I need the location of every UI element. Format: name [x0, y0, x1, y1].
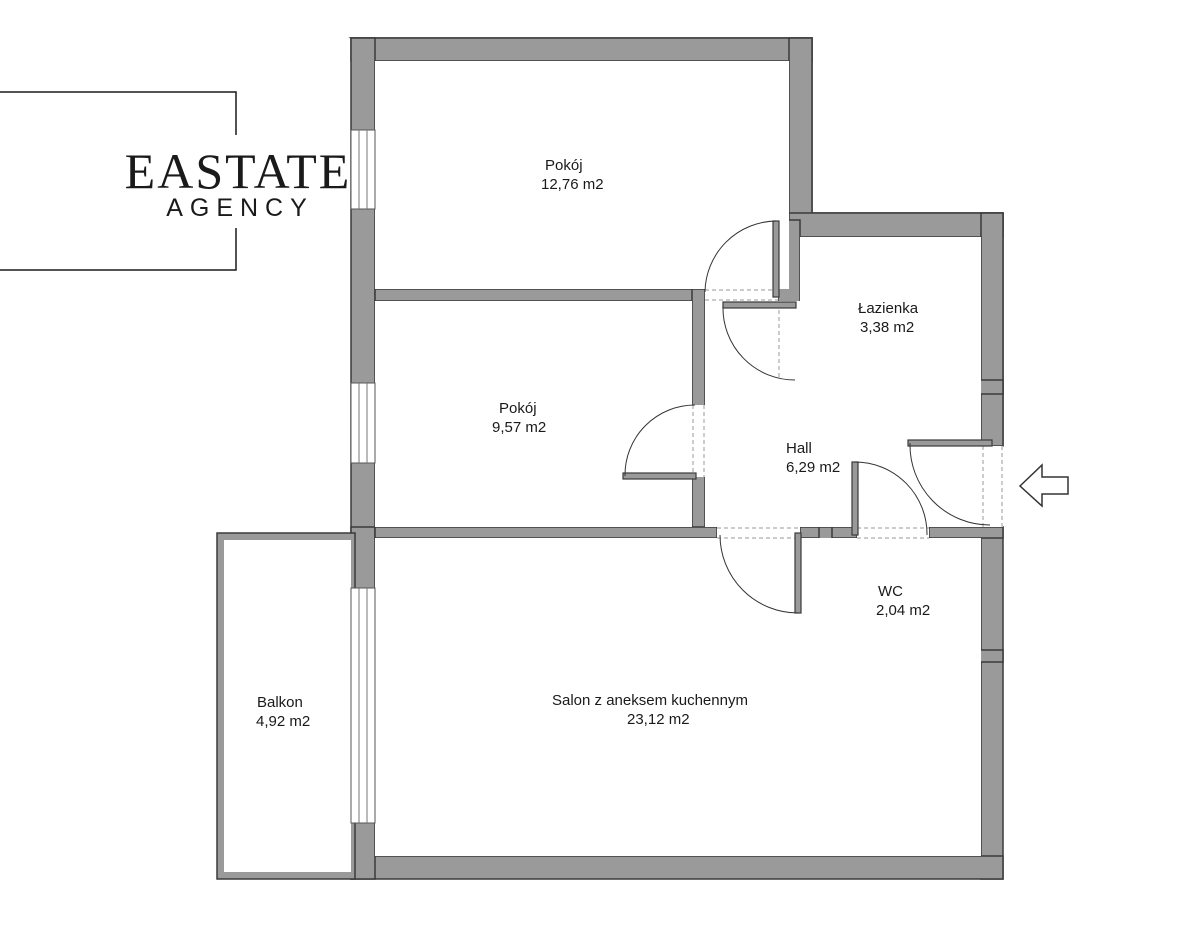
balkon-floor [224, 540, 351, 872]
pokoj1-floor [375, 61, 789, 289]
wc-name: WC [878, 583, 903, 600]
hall-area: 6,29 m2 [786, 459, 840, 476]
room-floors [375, 61, 1003, 856]
logo-frame [0, 91, 237, 271]
room-labels: Pokój 12,76 m2 Pokój 9,57 m2 Łazienka 3,… [256, 157, 930, 730]
salon-door-gap [717, 527, 800, 538]
wc-door-gap [857, 527, 929, 538]
pokoj2-name: Pokój [499, 400, 537, 417]
door-pokoj1-swing [704, 220, 777, 293]
door-salon [794, 532, 802, 614]
door-salon-swing [719, 534, 799, 614]
pokoj1-name: Pokój [545, 157, 583, 174]
lazienka-top-wall [788, 212, 1004, 238]
salon-area: 23,12 m2 [627, 711, 690, 728]
entrance-arrow-icon [1018, 463, 1069, 508]
door-wc [851, 461, 859, 536]
lazienka-area: 3,38 m2 [860, 319, 914, 336]
salon-name: Salon z aneksem kuchennym [552, 692, 748, 709]
logo-title: EASTATE [125, 143, 352, 199]
door-entrance-swing [909, 442, 991, 526]
windows [350, 129, 376, 824]
salon-floor-right [375, 538, 819, 650]
logo-subtitle: AGENCY [166, 194, 314, 222]
doors [622, 220, 1003, 614]
pokoj1-area: 12,76 m2 [541, 176, 604, 193]
right-wall-lower [980, 526, 1004, 880]
window-pokoj1 [350, 129, 376, 210]
bottom-wall [350, 855, 1004, 880]
pokoj2-floor [375, 301, 692, 527]
top-wall [350, 37, 813, 62]
hall-name: Hall [786, 440, 812, 457]
door-lazienka-swing [722, 305, 796, 381]
right-wall-upper [980, 212, 1004, 447]
pokoj2-door-gap [692, 405, 705, 477]
window-salon [350, 587, 376, 824]
door-pokoj1 [772, 220, 780, 298]
pokoj2-area: 9,57 m2 [492, 419, 546, 436]
door-entrance [907, 439, 993, 447]
entrance-gap [981, 446, 1003, 527]
lazienka-door-gap [778, 303, 800, 380]
salon-floor-low [375, 662, 981, 856]
door-pokoj2 [622, 472, 697, 480]
logo: EASTATE AGENCY [0, 91, 352, 271]
wc-top-wall [928, 526, 1004, 539]
pokoj-divider-wall [374, 288, 706, 302]
door-lazienka [722, 301, 797, 309]
door-pokoj2-swing [624, 404, 696, 477]
balkon-area: 4,92 m2 [256, 713, 310, 730]
hall-floor [705, 301, 981, 527]
pokoj1-door-gap [705, 289, 778, 301]
lazienka-name: Łazienka [858, 300, 919, 317]
pokoj2-bottom-wall [374, 526, 718, 539]
balkon-name: Balkon [257, 694, 303, 711]
door-wc-swing [854, 461, 928, 536]
wc-area: 2,04 m2 [876, 602, 930, 619]
window-pokoj2 [350, 382, 376, 464]
